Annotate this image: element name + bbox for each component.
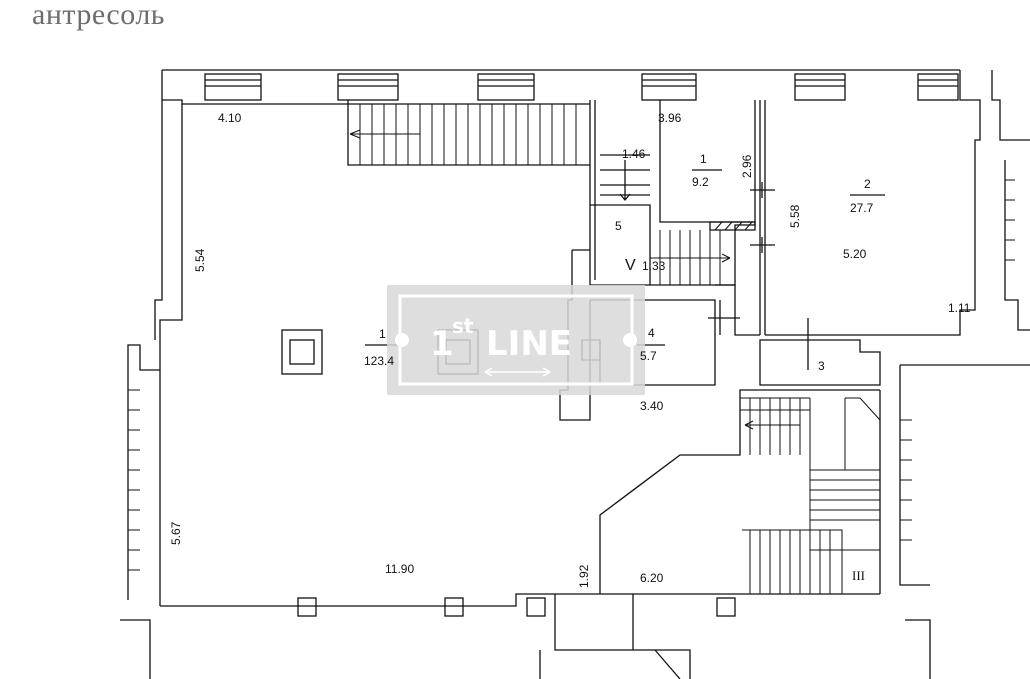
dim-3-96: 3.96 — [658, 111, 682, 125]
room-v-label: V — [625, 257, 636, 274]
room-2-number: 2 — [864, 177, 871, 191]
dim-1-33: 1.33 — [642, 259, 666, 273]
watermark-number: 1 — [430, 324, 454, 364]
room-4-area: 5.7 — [640, 349, 657, 363]
dim-5-20: 5.20 — [843, 247, 867, 261]
dim-5-58: 5.58 — [788, 204, 802, 228]
dim-5-54: 5.54 — [193, 248, 207, 272]
dim-1-11: 1.11 — [948, 301, 971, 315]
room-1b-number: 1 — [700, 152, 707, 166]
room-4-number: 4 — [648, 326, 655, 340]
dim-3-40: 3.40 — [640, 399, 664, 413]
room-iii-label: III — [852, 568, 865, 583]
room-2-area: 27.7 — [850, 201, 874, 215]
dim-4-10: 4.10 — [218, 111, 242, 125]
room-1b-area: 9.2 — [692, 175, 709, 189]
watermark: 1 st LINE — [387, 285, 645, 395]
walls — [120, 69, 1030, 679]
dim-1-92: 1.92 — [577, 564, 591, 588]
dim-11-90: 11.90 — [385, 562, 414, 576]
dimension-labels: 4.10 3.96 1.46 2.96 5.58 5.54 1.33 5.20 … — [169, 111, 971, 588]
page-title: антресоль — [32, 0, 165, 31]
room-labels: 1 123.4 1 9.2 2 27.7 3 4 5.7 5 V III — [364, 152, 874, 583]
watermark-word: LINE — [486, 324, 572, 364]
dim-6-20: 6.20 — [640, 571, 664, 585]
room-3-number: 3 — [818, 359, 825, 373]
dim-1-46: 1.46 — [622, 147, 646, 161]
room-1-area: 123.4 — [364, 354, 394, 368]
watermark-superscript: st — [452, 314, 474, 338]
room-5-number: 5 — [615, 219, 622, 233]
dim-5-67: 5.67 — [169, 521, 183, 545]
dim-2-96: 2.96 — [740, 154, 754, 178]
room-1-number: 1 — [379, 327, 386, 341]
